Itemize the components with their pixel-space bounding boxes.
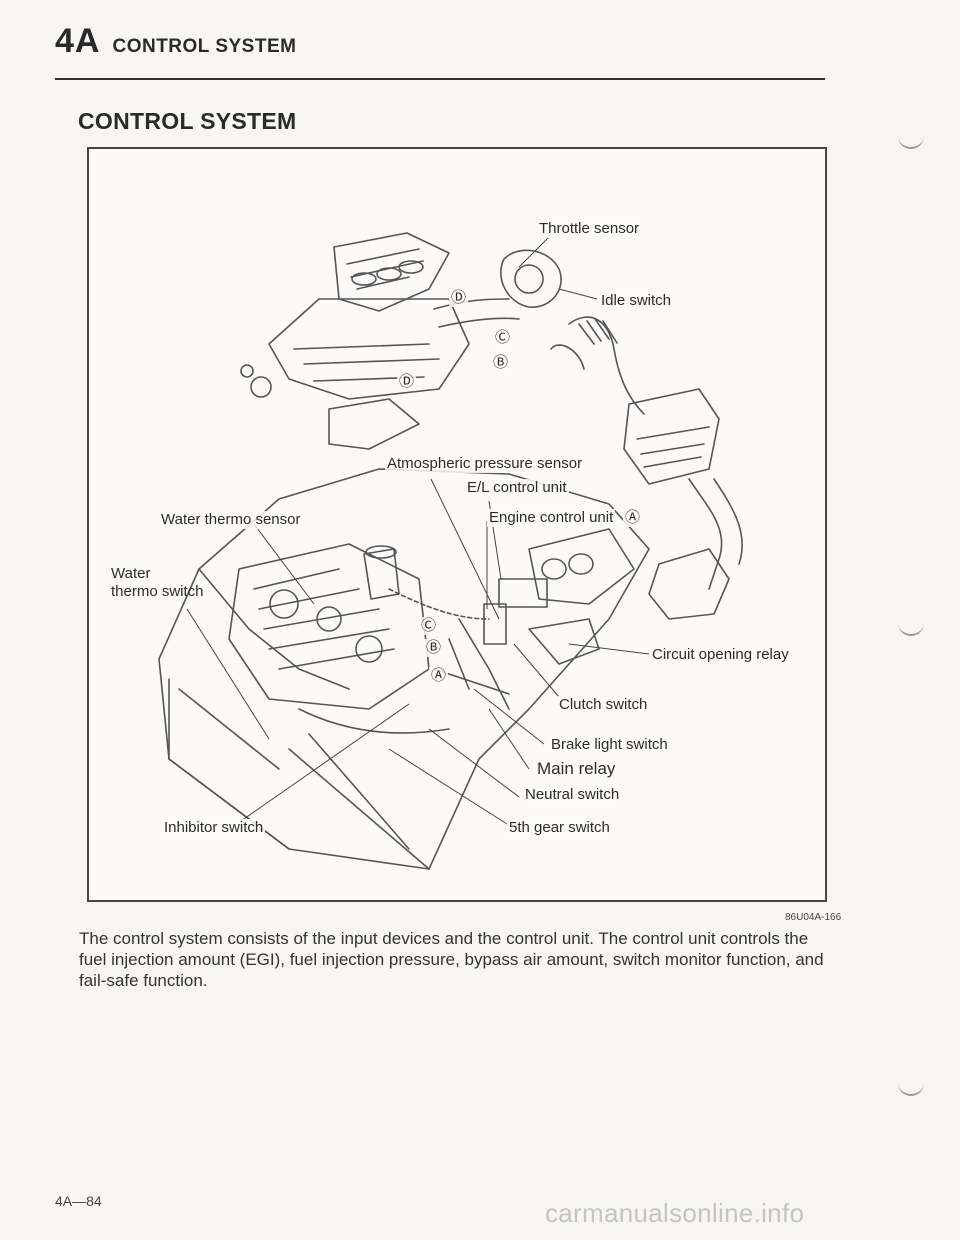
section-title: CONTROL SYSTEM (112, 36, 297, 57)
engine-diagram-figure: Throttle sensor Idle switch Atmospheric … (87, 147, 827, 902)
marker-b2-label: Ⓑ (424, 639, 444, 657)
marker-d-label: Ⓓ (449, 289, 469, 307)
engine-diagram-illustration (158, 232, 743, 870)
water-thermo-switch-label: Water thermo switch (111, 565, 204, 600)
edge-mark (898, 622, 924, 636)
main-relay-label: Main relay (535, 759, 618, 778)
marker-c-label: Ⓒ (493, 329, 513, 347)
marker-a2-label: Ⓐ (429, 667, 449, 685)
water-thermo-sensor-label: Water thermo sensor (159, 511, 303, 529)
edge-mark (898, 1082, 924, 1096)
edge-mark (898, 135, 924, 149)
atmospheric-pressure-sensor-label: Atmospheric pressure sensor (385, 455, 585, 473)
brake-light-switch-label: Brake light switch (549, 736, 670, 754)
clutch-switch-label: Clutch switch (557, 696, 650, 714)
engine-control-unit-label: Engine control unit (487, 509, 616, 527)
air-intake-hose-drawing (550, 316, 645, 415)
marker-c2-label: Ⓒ (419, 617, 439, 635)
watermark: carmanualsonline.info (545, 1198, 805, 1228)
neutral-switch-label: Neutral switch (523, 786, 622, 804)
marker-d2-label: Ⓓ (397, 373, 417, 391)
engine-block-drawing (228, 543, 430, 710)
figure-id: 86U04A-166 (785, 912, 842, 923)
circuit-opening-relay-label: Circuit opening relay (650, 646, 791, 664)
page-number: 4A—84 (55, 1193, 102, 1209)
marker-b-label: Ⓑ (491, 354, 511, 372)
air-cleaner-drawing (623, 388, 720, 485)
section-header: 4A CONTROL SYSTEM (55, 22, 296, 61)
throttle-body-drawing (500, 249, 562, 308)
marker-a-label: Ⓐ (623, 509, 643, 527)
el-control-unit-label: E/L control unit (465, 479, 569, 497)
throttle-sensor-label: Throttle sensor (537, 220, 642, 238)
description-paragraph: The control system consists of the input… (79, 929, 824, 990)
header-rule (55, 78, 825, 80)
idle-switch-label: Idle switch (599, 292, 674, 310)
fifth-gear-switch-label: 5th gear switch (507, 819, 612, 837)
inhibitor-switch-label: Inhibitor switch (162, 819, 266, 837)
page-title: CONTROL SYSTEM (78, 108, 297, 134)
section-code: 4A (55, 22, 101, 60)
vehicle-body-drawing (158, 468, 650, 870)
